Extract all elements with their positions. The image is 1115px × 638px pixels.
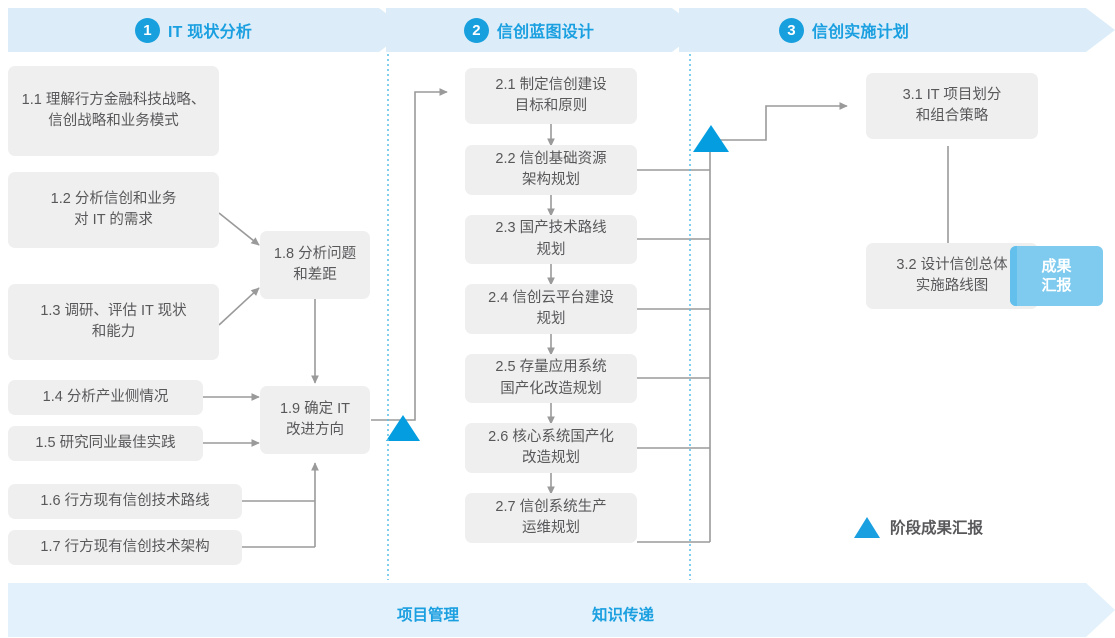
task-node-1-9[interactable]: 1.9 确定 IT 改进方向 bbox=[260, 386, 370, 454]
phase-number-badge-2: 2 bbox=[463, 17, 489, 43]
milestone-triangle-phase2 bbox=[693, 125, 729, 152]
task-node-2-2[interactable]: 2.2 信创基础资源 架构规划 bbox=[465, 145, 637, 195]
phase-header-2[interactable]: 2 信创蓝图设计 bbox=[386, 8, 672, 52]
phase-title-3: 信创实施计划 bbox=[811, 24, 910, 41]
phase-header-1[interactable]: 1 IT 现状分析 bbox=[8, 8, 379, 52]
task-node-1-6[interactable]: 1.6 行方现有信创技术路线 bbox=[8, 484, 242, 519]
result-node[interactable]: 成果 汇报 bbox=[1010, 246, 1103, 306]
triangle-icon bbox=[854, 516, 880, 538]
phase-title-1: IT 现状分析 bbox=[167, 24, 253, 41]
task-node-1-1[interactable]: 1.1 理解行方金融科技战略、 信创战略和业务模式 bbox=[8, 66, 219, 156]
task-node-3-2[interactable]: 3.2 设计信创总体 实施路线图 bbox=[866, 243, 1038, 309]
phase-title-2: 信创蓝图设计 bbox=[496, 24, 595, 41]
task-node-1-5[interactable]: 1.5 研究同业最佳实践 bbox=[8, 426, 203, 461]
task-node-2-1[interactable]: 2.1 制定信创建设 目标和原则 bbox=[465, 68, 637, 124]
task-node-1-7[interactable]: 1.7 行方现有信创技术架构 bbox=[8, 530, 242, 565]
task-node-1-4[interactable]: 1.4 分析产业侧情况 bbox=[8, 380, 203, 415]
task-node-2-3[interactable]: 2.3 国产技术路线 规划 bbox=[465, 215, 637, 264]
task-node-1-2[interactable]: 1.2 分析信创和业务 对 IT 的需求 bbox=[8, 172, 219, 248]
phase-number-badge-1: 1 bbox=[134, 17, 160, 43]
task-node-1-8[interactable]: 1.8 分析问题 和差距 bbox=[260, 231, 370, 299]
task-node-1-3[interactable]: 1.3 调研、评估 IT 现状 和能力 bbox=[8, 284, 219, 360]
phase-number-badge-3: 3 bbox=[778, 17, 804, 43]
milestone-triangle-phase1 bbox=[386, 415, 420, 441]
phase-header-3[interactable]: 3 信创实施计划 bbox=[679, 8, 1009, 52]
task-node-3-1[interactable]: 3.1 IT 项目划分 和组合策略 bbox=[866, 73, 1038, 139]
footer-label-project-management[interactable]: 项目管理 bbox=[397, 607, 460, 624]
task-node-2-6[interactable]: 2.6 核心系统国产化 改造规划 bbox=[465, 423, 637, 473]
task-node-2-4[interactable]: 2.4 信创云平台建设 规划 bbox=[465, 284, 637, 334]
legend: 阶段成果汇报 bbox=[854, 516, 983, 538]
task-node-2-7[interactable]: 2.7 信创系统生产 运维规划 bbox=[465, 493, 637, 543]
legend-label: 阶段成果汇报 bbox=[890, 520, 984, 537]
task-node-2-5[interactable]: 2.5 存量应用系统 国产化改造规划 bbox=[465, 354, 637, 403]
footer-label-knowledge-transfer[interactable]: 知识传递 bbox=[592, 607, 655, 624]
